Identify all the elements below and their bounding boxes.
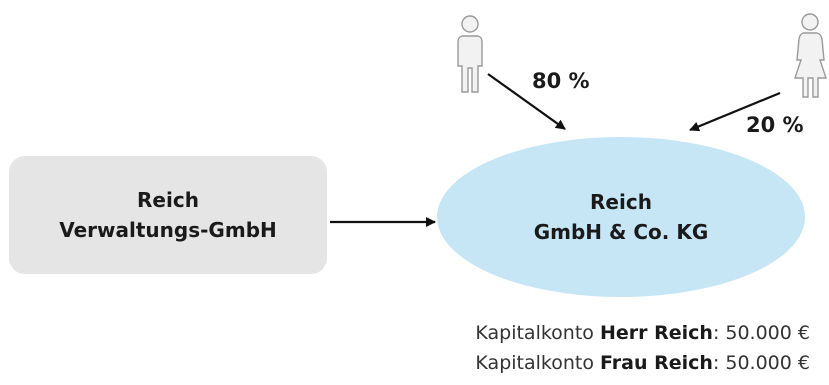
capital-account-frau: Kapitalkonto Frau Reich: 50.000 € [475, 348, 810, 378]
kg-name-line2: GmbH & Co. KG [533, 220, 709, 244]
kg-ellipse: Reich GmbH & Co. KG [437, 137, 805, 297]
arrow-herr-to-kg [487, 73, 566, 130]
capital-account-herr: Kapitalkonto Herr Reich: 50.000 € [475, 318, 810, 348]
gmbh-box: Reich Verwaltungs-GmbH [9, 156, 327, 274]
capital-accounts: Kapitalkonto Herr Reich: 50.000 € Kapita… [475, 318, 810, 378]
capital-account-name: Herr Reich [599, 322, 713, 344]
kg-name-line1: Reich [590, 190, 652, 214]
capital-account-amount: : 50.000 € [712, 352, 810, 374]
gmbh-name-line1: Reich [137, 188, 199, 212]
man-icon [457, 15, 483, 93]
capital-account-prefix: Kapitalkonto [475, 322, 600, 344]
woman-icon [794, 13, 827, 98]
capital-account-name: Frau Reich [600, 352, 713, 374]
gmbh-name-line2: Verwaltungs-GmbH [59, 218, 277, 242]
share-herr-label: 80 % [532, 69, 590, 93]
capital-account-prefix: Kapitalkonto [475, 352, 601, 374]
arrow-frau-to-kg [689, 91, 781, 132]
capital-account-amount: : 50.000 € [712, 322, 810, 344]
share-frau-label: 20 % [746, 113, 804, 137]
